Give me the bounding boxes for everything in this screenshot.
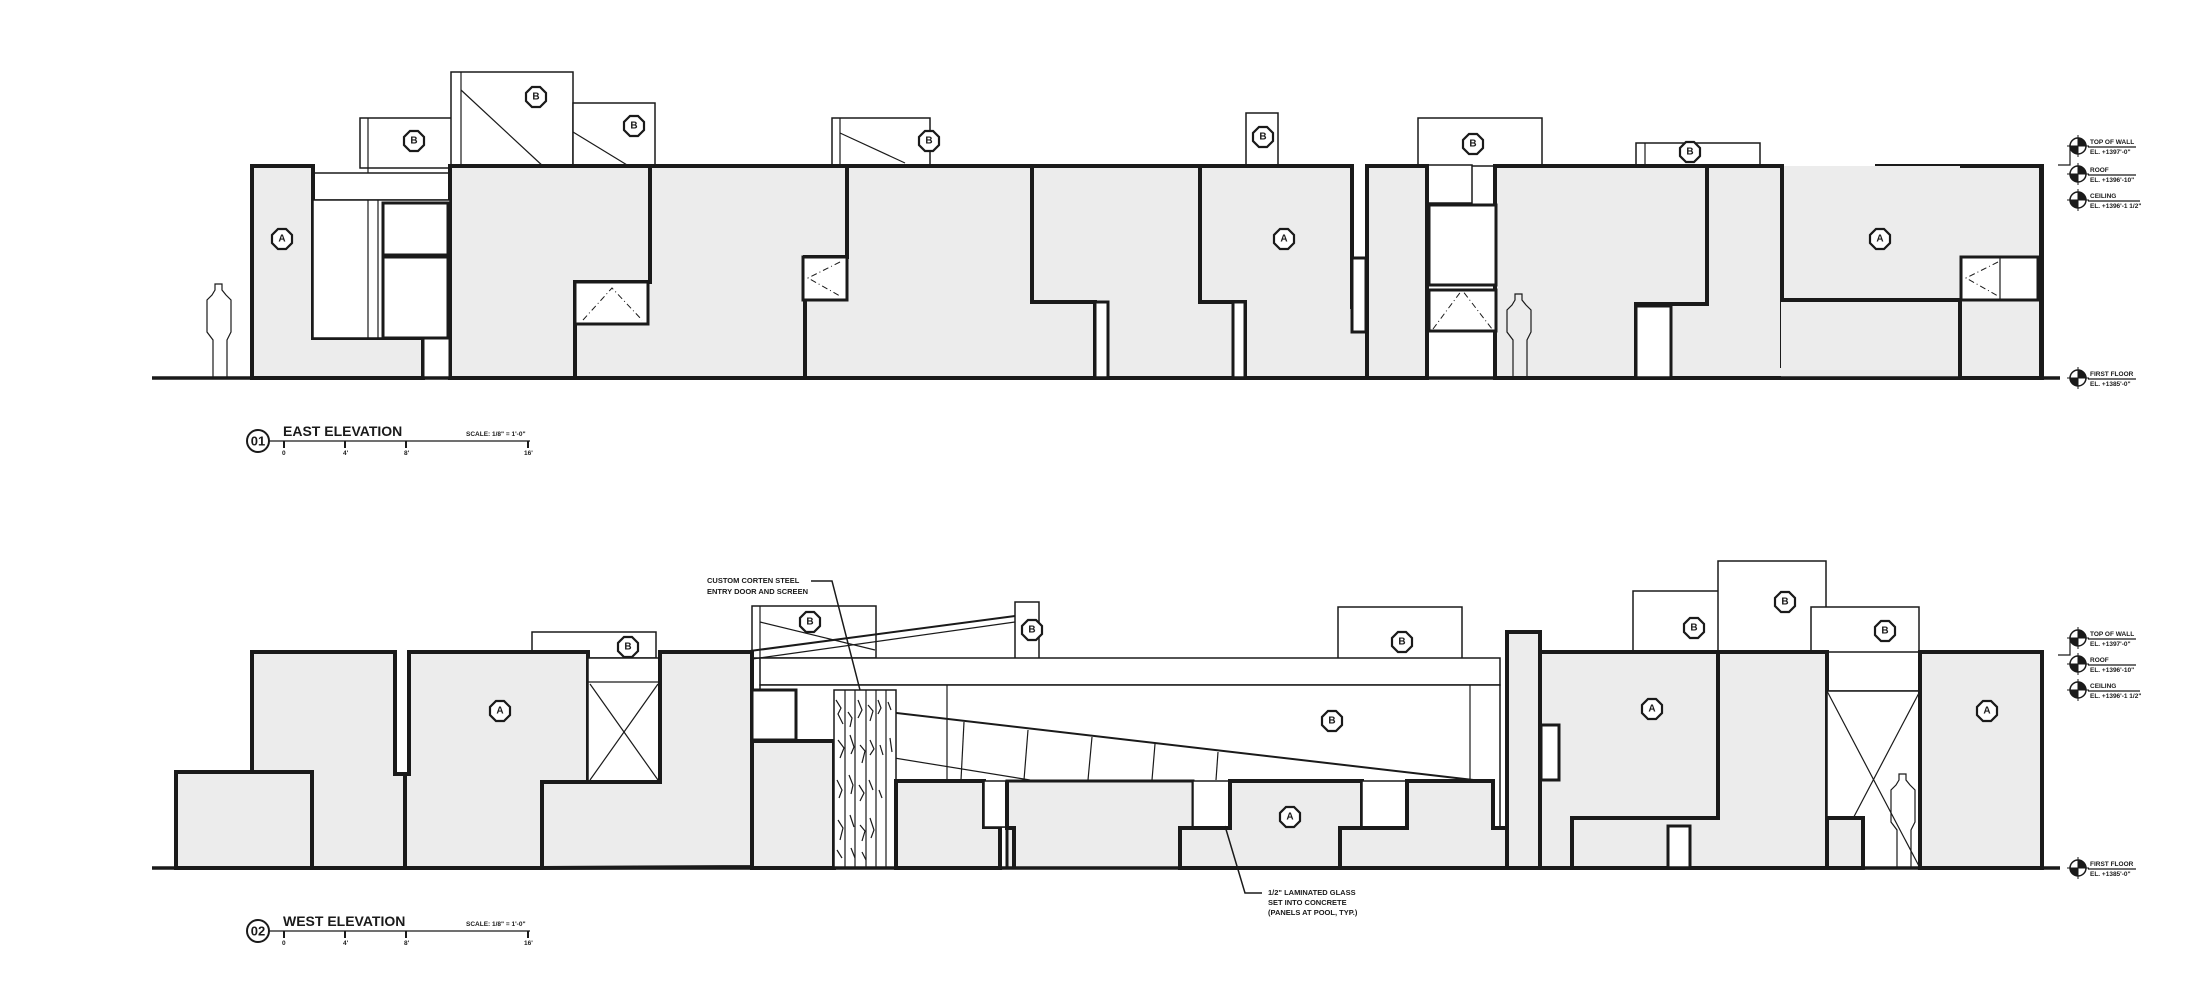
material-tag-a: A	[1286, 812, 1293, 823]
material-tag-b: B	[1781, 597, 1788, 608]
svg-text:0: 0	[282, 450, 286, 457]
material-tag-a: A	[1280, 234, 1287, 245]
material-tag-b: B	[1469, 139, 1476, 150]
svg-text:(PANELS AT POOL, TYP.): (PANELS AT POOL, TYP.)	[1268, 908, 1358, 917]
material-tag-b: B	[624, 642, 631, 653]
svg-text:FIRST FLOOR: FIRST FLOOR	[2090, 371, 2134, 378]
svg-text:EL. +1397'-0": EL. +1397'-0"	[2090, 149, 2131, 156]
material-tag-b: B	[1028, 625, 1035, 636]
material-tag-b: B	[1690, 623, 1697, 634]
material-tag-b: B	[1328, 716, 1335, 727]
svg-text:1/2" LAMINATED GLASS: 1/2" LAMINATED GLASS	[1268, 888, 1356, 897]
svg-text:SCALE: 1/8" = 1'-0": SCALE: 1/8" = 1'-0"	[466, 431, 526, 438]
svg-text:EL. +1396'-10": EL. +1396'-10"	[2090, 177, 2134, 184]
svg-text:EL. +1396'-10": EL. +1396'-10"	[2090, 667, 2134, 674]
level-markers-west: TOP OF WALL EL. +1397'-0" ROOF EL. +1396…	[2058, 626, 2141, 880]
material-tag-b: B	[532, 92, 539, 103]
material-tag-a: A	[496, 706, 503, 717]
svg-text:TOP OF WALL: TOP OF WALL	[2090, 631, 2134, 638]
level-markers-east: TOP OF WALL EL. +1397'-0" ROOF EL. +1396…	[2058, 134, 2141, 390]
east-elevation-title: 01 EAST ELEVATION SCALE: 1/8" = 1'-0" 0 …	[246, 423, 533, 457]
svg-text:EL. +1385'-0": EL. +1385'-0"	[2090, 871, 2131, 878]
corten-screen	[833, 689, 897, 869]
material-tag-b: B	[410, 136, 417, 147]
svg-text:8': 8'	[404, 450, 410, 457]
svg-text:02: 02	[251, 924, 265, 939]
svg-text:16': 16'	[524, 450, 533, 457]
svg-text:CEILING: CEILING	[2090, 193, 2116, 200]
material-tag-b: B	[806, 617, 813, 628]
svg-text:01: 01	[251, 434, 265, 449]
east-elevation: A B B B B B A B B A TOP OF WALL EL. +139…	[152, 71, 2141, 457]
west-elevation: A B B B B B A A B B B A CUSTOM CORTEN ST…	[152, 560, 2141, 947]
svg-text:ENTRY DOOR AND SCREEN: ENTRY DOOR AND SCREEN	[707, 587, 808, 596]
svg-text:CUSTOM CORTEN STEEL: CUSTOM CORTEN STEEL	[707, 576, 800, 585]
svg-text:ROOF: ROOF	[2090, 167, 2109, 174]
svg-text:SCALE: 1/8" = 1'-0": SCALE: 1/8" = 1'-0"	[466, 921, 526, 928]
svg-text:ROOF: ROOF	[2090, 657, 2109, 664]
svg-text:16': 16'	[524, 940, 533, 947]
svg-text:EAST ELEVATION: EAST ELEVATION	[283, 423, 402, 439]
material-tag-a: A	[1648, 704, 1655, 715]
svg-text:4': 4'	[343, 940, 349, 947]
material-tag-b: B	[630, 121, 637, 132]
west-elevation-title: 02 WEST ELEVATION SCALE: 1/8" = 1'-0" 0 …	[246, 913, 533, 947]
material-tag-b: B	[925, 136, 932, 147]
svg-text:SET INTO CONCRETE: SET INTO CONCRETE	[1268, 898, 1347, 907]
material-tag-b: B	[1259, 132, 1266, 143]
svg-text:CEILING: CEILING	[2090, 683, 2116, 690]
material-tag-b: B	[1881, 626, 1888, 637]
svg-text:8': 8'	[404, 940, 410, 947]
svg-text:EL. +1396'-1 1/2": EL. +1396'-1 1/2"	[2090, 693, 2141, 700]
svg-text:FIRST FLOOR: FIRST FLOOR	[2090, 861, 2134, 868]
svg-text:EL. +1397'-0": EL. +1397'-0"	[2090, 641, 2131, 648]
glass-note: 1/2" LAMINATED GLASS SET INTO CONCRETE (…	[1224, 825, 1358, 917]
material-tag-a: A	[1983, 706, 1990, 717]
svg-text:WEST ELEVATION: WEST ELEVATION	[283, 913, 405, 929]
material-tag-b: B	[1398, 637, 1405, 648]
corten-note: CUSTOM CORTEN STEEL ENTRY DOOR AND SCREE…	[707, 576, 861, 691]
svg-text:0: 0	[282, 940, 286, 947]
svg-text:TOP OF WALL: TOP OF WALL	[2090, 139, 2134, 146]
material-tag-b: B	[1686, 147, 1693, 158]
material-tag-a: A	[278, 234, 285, 245]
material-tag-a: A	[1876, 234, 1883, 245]
svg-text:EL. +1396'-1 1/2": EL. +1396'-1 1/2"	[2090, 203, 2141, 210]
svg-text:EL. +1385'-0": EL. +1385'-0"	[2090, 381, 2131, 388]
svg-text:4': 4'	[343, 450, 349, 457]
